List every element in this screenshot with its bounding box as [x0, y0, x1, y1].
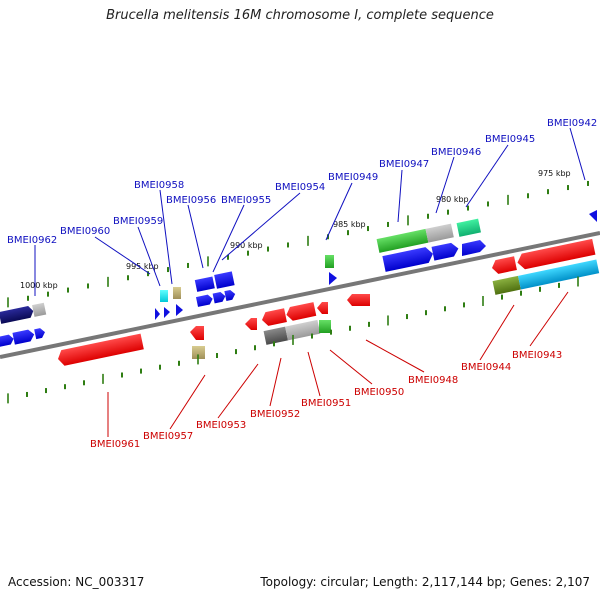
gene-label-bmei0943[interactable]: BMEI0943 — [512, 350, 562, 361]
gene-bmei0962[interactable] — [0, 302, 47, 324]
top-leader-lines — [34, 127, 586, 296]
gene-bmei0959[interactable] — [160, 290, 168, 302]
scale-ticks — [7, 180, 589, 404]
gene-label-bmei0949[interactable]: BMEI0949 — [328, 172, 378, 183]
gene-bmei0958[interactable] — [173, 287, 181, 299]
gene-label-bmei0947[interactable]: BMEI0947 — [379, 159, 429, 170]
map-title: Brucella melitensis 16M chromosome I, co… — [106, 8, 494, 23]
kbp-markers: 1000 kbp 995 kbp 990 kbp 985 kbp 980 kbp… — [20, 169, 571, 290]
gene-bmei0955[interactable] — [195, 289, 236, 307]
gene-bmei0949[interactable] — [325, 255, 334, 268]
gene-bmei0947[interactable] — [376, 223, 454, 253]
gene-label-bmei0958[interactable]: BMEI0958 — [134, 180, 184, 191]
gene-bmei0942[interactable] — [589, 210, 597, 222]
topology-text: Topology: circular; Length: 2,117,144 bp… — [260, 575, 590, 589]
accession-text: Accession: NC_003317 — [8, 575, 145, 589]
gene-label-bmei0955[interactable]: BMEI0955 — [221, 195, 271, 206]
kbp-label: 990 kbp — [230, 241, 263, 250]
gene-bmei0951[interactable] — [319, 320, 331, 333]
gene-label-bmei0959[interactable]: BMEI0959 — [113, 216, 163, 227]
kbp-label: 985 kbp — [333, 220, 366, 229]
kbp-label: 1000 kbp — [20, 281, 58, 290]
gene-label-bmei0960[interactable]: BMEI0960 — [60, 226, 110, 237]
bottom-leader-lines — [107, 291, 569, 437]
gene-left-blue-a[interactable] — [0, 326, 46, 348]
chromosome-backbone — [0, 231, 600, 359]
gene-label-bmei0952[interactable]: BMEI0952 — [250, 409, 300, 420]
gene-bmei0944[interactable] — [492, 259, 600, 295]
bottom-gene-labels: BMEI0961 BMEI0957 BMEI0953 BMEI0952 BMEI… — [90, 350, 562, 450]
gene-label-bmei0946[interactable]: BMEI0946 — [431, 147, 481, 158]
gene-label-bmei0948[interactable]: BMEI0948 — [408, 375, 458, 386]
gene-bmei0949-arrow[interactable] — [329, 272, 337, 285]
gene-label-bmei0945[interactable]: BMEI0945 — [485, 134, 535, 145]
gene-label-bmei0957[interactable]: BMEI0957 — [143, 431, 193, 442]
kbp-label: 980 kbp — [436, 195, 469, 204]
gene-label-bmei0961[interactable]: BMEI0961 — [90, 439, 140, 450]
kbp-label: 995 kbp — [126, 262, 159, 271]
gene-label-bmei0951[interactable]: BMEI0951 — [301, 398, 351, 409]
gene-bmei0952-red[interactable] — [261, 302, 317, 327]
gene-bmei0957-red[interactable] — [190, 326, 204, 340]
gene-small-red-2[interactable] — [317, 302, 328, 314]
kbp-label: 975 kbp — [538, 169, 571, 178]
gene-bmei0944-red[interactable] — [490, 238, 596, 276]
gene-bmei0953[interactable] — [245, 318, 257, 330]
gene-bmei0956[interactable] — [194, 271, 235, 292]
gene-small-blue-arrows[interactable] — [155, 304, 183, 320]
gene-label-bmei0962[interactable]: BMEI0962 — [7, 235, 57, 246]
gene-features — [0, 210, 600, 367]
gene-bmei0957[interactable] — [192, 346, 205, 359]
gene-label-bmei0953[interactable]: BMEI0953 — [196, 420, 246, 431]
gene-bmei0946[interactable] — [382, 241, 460, 272]
gene-label-bmei0956[interactable]: BMEI0956 — [166, 195, 216, 206]
gene-bmei0945-blue[interactable] — [462, 240, 486, 256]
gene-bmei0950[interactable] — [347, 294, 370, 306]
gene-bmei0945[interactable] — [456, 218, 481, 237]
top-gene-labels: BMEI0962 BMEI0960 BMEI0959 BMEI0958 BMEI… — [7, 118, 597, 246]
gene-label-bmei0942[interactable]: BMEI0942 — [547, 118, 597, 129]
gene-label-bmei0950[interactable]: BMEI0950 — [354, 387, 404, 398]
gene-bmei0961[interactable] — [56, 333, 144, 367]
gene-label-bmei0954[interactable]: BMEI0954 — [275, 182, 325, 193]
gene-label-bmei0944[interactable]: BMEI0944 — [461, 362, 511, 373]
